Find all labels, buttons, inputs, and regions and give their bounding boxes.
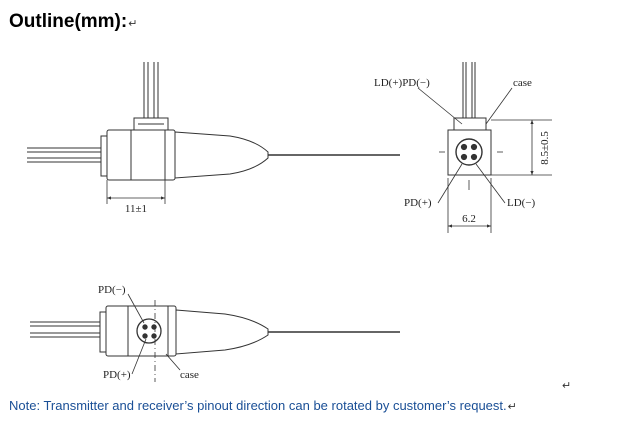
note-line: Note: Transmitter and receiver’s pinout …: [9, 398, 517, 413]
side-view-top-leads: [133, 62, 169, 131]
ld-minus-leader: [475, 163, 506, 204]
pd-plus-bottom-leader: [131, 338, 147, 375]
heading-text: Outline(mm):: [9, 11, 128, 32]
side-view-boot: [174, 131, 269, 179]
end-view-cap: [453, 117, 487, 131]
label-case-bottom: case: [180, 369, 199, 381]
side-view-left-leads: [27, 147, 103, 163]
top-view-leads: [30, 321, 102, 338]
label-ld-minus: LD(−): [507, 197, 536, 209]
width-dimension: 6.2: [462, 213, 476, 225]
side-view-flange: [100, 135, 108, 177]
top-view-pin-3: [142, 333, 148, 339]
label-pd-plus-bottom: PD(+): [103, 369, 131, 381]
end-view-leads: [462, 62, 476, 120]
case-leader-right: [485, 87, 513, 125]
outline-heading: Outline(mm):↵: [9, 11, 137, 33]
top-view-pin-1: [142, 324, 148, 330]
ld-pd-leader: [417, 87, 463, 125]
top-view-flange: [99, 311, 107, 353]
end-view-pin-3: [460, 153, 468, 161]
end-view-pin-2: [470, 143, 478, 151]
label-pd-minus-bottom: PD(−): [98, 284, 126, 296]
height-dimension: 8.5±0.5: [539, 131, 551, 165]
top-view-pin-2: [151, 324, 157, 330]
label-pd-plus-right: PD(+): [404, 197, 432, 209]
pd-minus-leader: [127, 293, 145, 324]
top-view-boot: [175, 309, 269, 355]
end-view-pin-1: [460, 143, 468, 151]
end-view-pin-4: [470, 153, 478, 161]
stray-return-mark: ↵: [562, 380, 572, 392]
top-view: [30, 293, 400, 382]
end-view-header: [455, 138, 483, 166]
case-bottom-leader: [165, 353, 181, 371]
side-view: [27, 62, 400, 204]
note-return-mark: ↵: [507, 401, 517, 413]
note-text: Note: Transmitter and receiver’s pinout …: [9, 398, 507, 413]
label-case-right: case: [513, 77, 532, 89]
heading-return-mark: ↵: [128, 18, 138, 30]
top-view-pin-4: [151, 333, 157, 339]
length-dimension: 11±1: [125, 203, 147, 215]
pd-plus-leader: [437, 163, 463, 204]
top-view-header: [136, 318, 162, 344]
end-view: [417, 62, 552, 233]
label-ld-pd: LD(+)PD(−): [374, 77, 430, 89]
